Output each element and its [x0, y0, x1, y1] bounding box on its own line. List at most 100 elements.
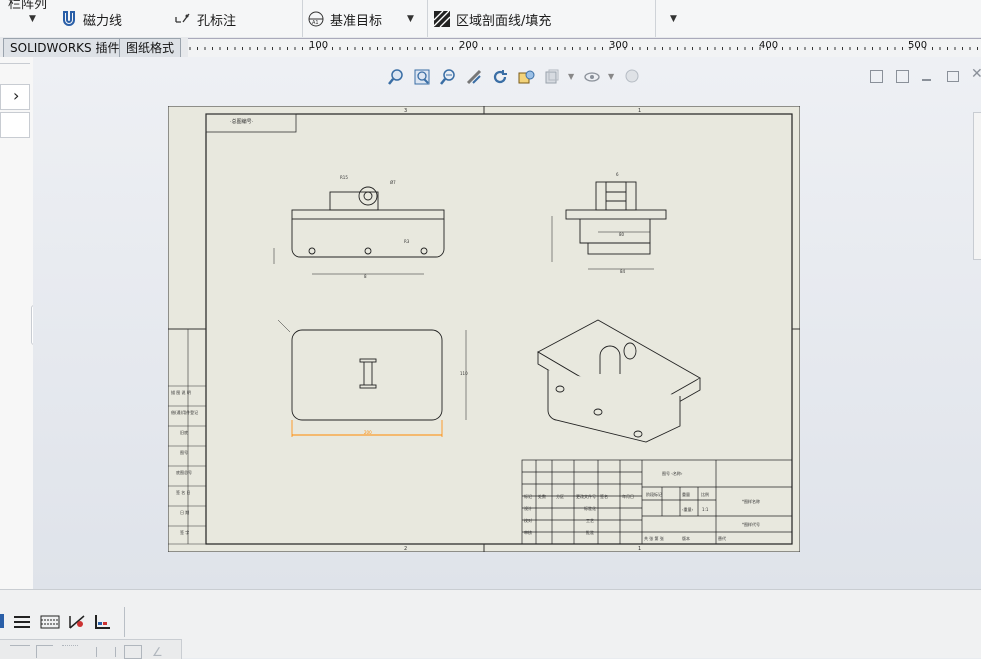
next-sheet-button[interactable]	[896, 70, 909, 83]
ruler-label: 500	[908, 40, 928, 51]
svg-text:1: 1	[638, 108, 641, 114]
area-hatch-label: 区域剖面线/填充	[456, 13, 552, 29]
pencil-icon[interactable]	[0, 614, 4, 628]
svg-text:重量: 重量	[682, 491, 690, 497]
hide-show-icon[interactable]	[583, 68, 601, 86]
svg-text:*图样名称: *图样名称	[742, 498, 760, 504]
ruler-ticks	[189, 47, 978, 50]
datum-target-button[interactable]: A1 基准目标	[307, 8, 382, 30]
svg-text:A1: A1	[312, 20, 319, 26]
svg-text:日 期: 日 期	[180, 509, 189, 515]
ruler-label: 100	[309, 40, 329, 51]
ruler-label: 400	[759, 40, 779, 51]
svg-text:年月日: 年月日	[622, 493, 634, 499]
svg-text:图号 ‹名称›: 图号 ‹名称›	[662, 470, 683, 476]
feature-manager-panel[interactable]: ›	[0, 57, 41, 589]
svg-text:批准: 批准	[586, 529, 594, 535]
layer-icon[interactable]	[68, 614, 86, 630]
svg-text:处数: 处数	[538, 493, 546, 499]
svg-text:底图总号: 底图总号	[176, 469, 192, 475]
svg-text:阶段标记: 阶段标记	[646, 491, 662, 497]
tool-icon[interactable]	[62, 645, 78, 658]
hole-callout-button[interactable]: 孔标注	[174, 8, 236, 30]
previous-view-icon[interactable]	[439, 68, 457, 86]
svg-text:设计: 设计	[524, 505, 532, 511]
command-manager: 栏阵列 ▼ 磁力线 孔标注 A1 基准目标 ▼ 区域剖面线/填充 ▼	[0, 0, 981, 38]
svg-text:Ø7: Ø7	[390, 180, 396, 185]
panel-field[interactable]	[0, 112, 30, 138]
tab-solidworks-addins[interactable]: SOLIDWORKS 插件	[3, 38, 127, 58]
svg-text:工艺: 工艺	[586, 518, 594, 523]
magnet-icon	[63, 11, 75, 26]
zoom-area-icon[interactable]	[413, 68, 431, 86]
svg-text:84: 84	[620, 269, 626, 274]
svg-text:1:1: 1:1	[702, 507, 709, 512]
close-icon[interactable]: ✕	[971, 66, 981, 82]
svg-text:80: 80	[619, 232, 625, 237]
svg-text:6: 6	[616, 172, 619, 177]
svg-text:旧底: 旧底	[180, 429, 188, 435]
chevron-down-icon[interactable]: ▼	[670, 14, 677, 24]
svg-text:*图样代号: *图样代号	[742, 521, 760, 527]
tool-icon[interactable]	[96, 647, 116, 657]
ruler-label: 200	[459, 40, 479, 51]
restore-icon[interactable]	[947, 71, 959, 82]
svg-text:R3: R3	[404, 239, 410, 244]
svg-text:比例: 比例	[701, 491, 709, 497]
hole-callout-label: 孔标注	[197, 13, 237, 29]
svg-text:签 字: 签 字	[180, 529, 189, 535]
svg-text:标记: 标记	[524, 493, 532, 499]
tab-sheet-format[interactable]: 图纸格式	[119, 38, 182, 58]
rotate-icon[interactable]	[491, 68, 509, 86]
tool-icon[interactable]	[10, 645, 30, 658]
bottom-toolbar-area: ∠	[0, 589, 981, 659]
horizontal-ruler: 100 200 300 400 500	[188, 38, 981, 58]
line-format-icon[interactable]	[13, 614, 31, 630]
secondary-toolbar	[0, 639, 182, 659]
svg-text:110: 110	[460, 371, 468, 376]
panel-expand-button[interactable]: ›	[0, 84, 30, 110]
partial-command-label[interactable]: 栏阵列	[8, 0, 48, 12]
task-pane-strip[interactable]	[973, 112, 981, 260]
tool-icon[interactable]	[36, 645, 53, 658]
angle-icon[interactable]: ∠	[152, 645, 163, 659]
svg-text:图号: 图号	[180, 449, 188, 455]
svg-text:200: 200	[364, 430, 372, 435]
svg-text:‹重量›: ‹重量›	[682, 506, 694, 512]
svg-text:分区: 分区	[556, 493, 564, 499]
hole-callout-icon	[175, 13, 190, 23]
section-view-icon[interactable]	[465, 68, 483, 86]
svg-text:8: 8	[364, 274, 367, 279]
zoom-to-fit-icon[interactable]	[387, 68, 405, 86]
svg-text:1: 1	[638, 546, 641, 552]
svg-text:共 张 第 张: 共 张 第 张	[644, 535, 664, 541]
svg-text:签 名 日: 签 名 日	[176, 489, 191, 495]
view-orientation-icon[interactable]	[517, 68, 535, 86]
svg-text:·总图编号·: ·总图编号·	[230, 118, 254, 125]
datum-target-icon: A1	[308, 11, 324, 27]
svg-text:校对: 校对	[524, 517, 532, 523]
svg-text:2: 2	[404, 546, 407, 552]
chevron-down-icon[interactable]: ▼	[407, 14, 414, 24]
display-style-icon[interactable]	[543, 68, 561, 86]
svg-text:版本: 版本	[682, 535, 690, 541]
svg-text:标准化: 标准化	[584, 505, 596, 511]
svg-text:签名: 签名	[600, 493, 608, 499]
chevron-right-icon: ›	[13, 86, 20, 105]
chevron-down-icon[interactable]: ▼	[29, 14, 36, 24]
appearance-icon[interactable]	[623, 68, 641, 86]
svg-text:更改文件号: 更改文件号	[576, 493, 596, 499]
previous-sheet-button[interactable]	[870, 70, 883, 83]
svg-text:R15: R15	[340, 175, 348, 180]
minimize-icon[interactable]	[922, 79, 931, 81]
color-icon[interactable]	[94, 614, 114, 630]
hatch-icon[interactable]	[40, 614, 60, 630]
datum-target-label: 基准目标	[330, 13, 383, 29]
ruler-label: 300	[609, 40, 629, 51]
svg-text:借(通)用件登记: 借(通)用件登记	[171, 409, 198, 415]
svg-text:替代: 替代	[718, 535, 726, 541]
svg-text:审核: 审核	[524, 529, 532, 535]
area-hatch-button[interactable]: 区域剖面线/填充	[433, 8, 551, 30]
magnetic-line-button[interactable]: 磁力线	[60, 8, 122, 30]
